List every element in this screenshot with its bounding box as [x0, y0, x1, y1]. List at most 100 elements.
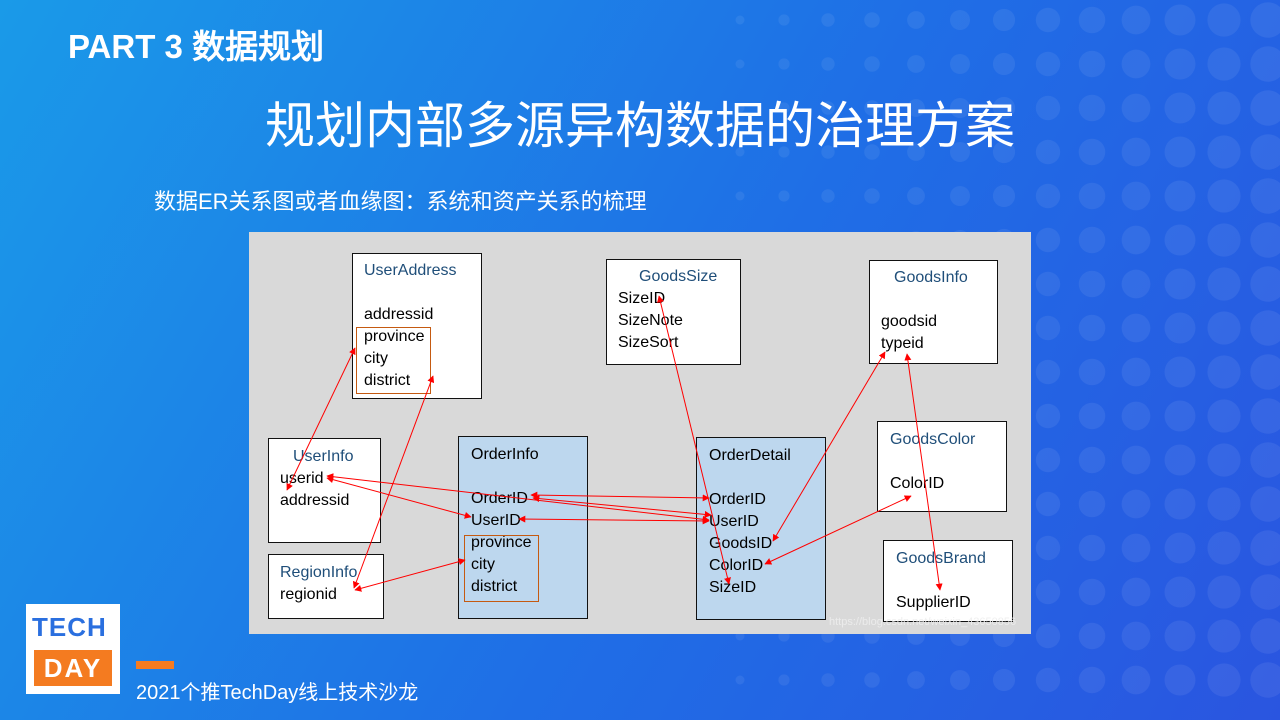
background-dot	[992, 52, 1016, 76]
background-dot	[1078, 314, 1106, 342]
background-dot	[735, 59, 745, 69]
background-dot	[1250, 574, 1280, 610]
background-dot	[907, 11, 925, 29]
logo-day-text: DAY	[34, 650, 112, 686]
background-dot	[1035, 447, 1061, 473]
background-dot	[1078, 50, 1106, 78]
background-dot	[1207, 619, 1241, 653]
background-dot	[864, 56, 880, 72]
background-dot	[1164, 532, 1196, 564]
background-dot	[1250, 222, 1280, 258]
background-dot	[1250, 2, 1280, 38]
footer-text: 2021个推TechDay线上技术沙龙	[136, 682, 419, 704]
table-orderinfo: OrderInfo OrderID UserID province city d…	[458, 436, 588, 619]
background-dot	[864, 672, 880, 688]
background-dot	[1121, 181, 1151, 211]
accent-bar	[136, 661, 174, 669]
background-dot	[1121, 621, 1151, 651]
link-userinfo-orderdetail-userid	[326, 473, 710, 523]
background-dot	[1078, 578, 1106, 606]
link-useraddress-regioninfo	[352, 375, 435, 589]
background-dot	[950, 186, 970, 206]
background-dot	[1250, 178, 1280, 214]
background-dot	[1035, 535, 1061, 561]
background-dot	[821, 57, 835, 71]
background-dot	[735, 675, 745, 685]
background-dot	[1164, 224, 1196, 256]
background-dot	[1121, 445, 1151, 475]
background-dot	[1207, 575, 1241, 609]
background-dot	[907, 55, 925, 73]
background-dot	[778, 674, 790, 686]
background-dot	[1035, 623, 1061, 649]
background-dot	[1164, 400, 1196, 432]
background-dot	[1164, 312, 1196, 344]
field-sizeid: SizeID	[618, 290, 666, 307]
field-district: district	[471, 578, 518, 595]
field-city: city	[364, 350, 388, 367]
background-dot	[1164, 48, 1196, 80]
background-dot	[1078, 6, 1106, 34]
background-dot	[1250, 46, 1280, 82]
field-province: province	[364, 328, 425, 345]
background-dot	[1035, 271, 1061, 297]
background-dot	[1078, 402, 1106, 430]
background-dot	[1164, 576, 1196, 608]
background-dot	[1035, 227, 1061, 253]
background-dot	[1164, 356, 1196, 388]
background-dot	[1121, 5, 1151, 35]
background-dot	[821, 13, 835, 27]
background-dot	[1207, 399, 1241, 433]
background-dot	[992, 8, 1016, 32]
background-dot	[1078, 270, 1106, 298]
background-dot	[1035, 667, 1061, 693]
link-goodsinfo-orderdetail	[772, 351, 886, 542]
background-dot	[1078, 490, 1106, 518]
background-dot	[1078, 358, 1106, 386]
background-dot	[1035, 7, 1061, 33]
field-typeid: typeid	[881, 335, 924, 352]
field-province: province	[471, 534, 532, 551]
background-dot	[1164, 488, 1196, 520]
background-dot	[1078, 534, 1106, 562]
background-dot	[1121, 401, 1151, 431]
background-dot	[1035, 183, 1061, 209]
background-dot	[1035, 359, 1061, 385]
background-dot	[1250, 530, 1280, 566]
background-dot	[1207, 311, 1241, 345]
background-dot	[1164, 444, 1196, 476]
background-dot	[1207, 179, 1241, 213]
field-city: city	[471, 556, 495, 573]
background-dot	[1250, 266, 1280, 302]
background-dot	[950, 670, 970, 690]
table-name: GoodsInfo	[894, 269, 968, 286]
link-regioninfo-orderinfo	[354, 558, 466, 592]
background-dot	[1250, 442, 1280, 478]
techday-logo: TECH DAY	[26, 604, 120, 694]
link-orderinfo-orderdetail-userid	[518, 515, 710, 525]
background-dot	[821, 189, 835, 203]
table-name: UserAddress	[364, 262, 457, 279]
link-goodsinfo-goodsbrand	[904, 353, 943, 591]
background-dot	[1207, 223, 1241, 257]
background-dot	[1121, 357, 1151, 387]
background-dot	[1078, 446, 1106, 474]
background-dot	[907, 671, 925, 689]
table-name: RegionInfo	[280, 564, 358, 581]
background-dot	[950, 10, 970, 30]
background-dot	[1121, 269, 1151, 299]
background-dot	[735, 15, 745, 25]
background-dot	[1164, 620, 1196, 652]
link-goodscolor-orderdetail	[764, 495, 912, 565]
link-orderinfo-orderdetail-cross	[532, 495, 712, 518]
background-dot	[1164, 664, 1196, 696]
background-dot	[778, 58, 790, 70]
background-dot	[1250, 310, 1280, 346]
background-dot	[1164, 268, 1196, 300]
background-dot	[1207, 355, 1241, 389]
relationship-lines	[286, 295, 943, 592]
background-dot	[1078, 666, 1106, 694]
field-supplierid: SupplierID	[896, 594, 971, 611]
er-diagram: UserAddress addressid province city dist…	[249, 232, 1031, 634]
background-dot	[1207, 531, 1241, 565]
